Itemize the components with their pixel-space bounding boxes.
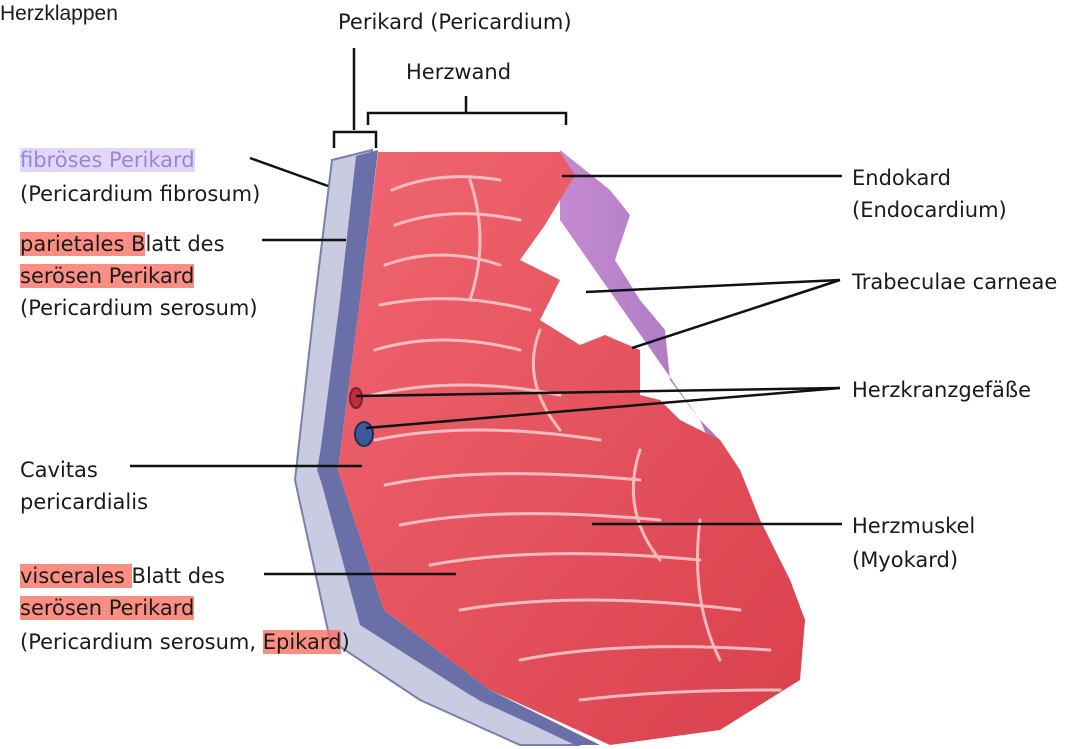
label-herzwand: Herzwand xyxy=(406,58,511,87)
label-endocardium: (Endocardium) xyxy=(852,196,1007,225)
highlight-viscerales: viscerales xyxy=(20,564,132,588)
label-parietal-seroes: serösen Perikard xyxy=(20,262,194,291)
highlight-parietales: parietales B xyxy=(20,232,145,256)
label-trabeculae: Trabeculae carneae xyxy=(852,268,1057,297)
label-myokard: (Myokard) xyxy=(852,546,958,575)
visceral-rest: Blatt des xyxy=(132,564,225,588)
label-viscerales-blatt: viscerales Blatt des xyxy=(20,562,225,591)
label-pericardialis: pericardialis xyxy=(20,488,148,517)
highlight-seroes-2: serösen Perikard xyxy=(20,596,194,620)
label-pericardium-fibrosum: (Pericardium fibrosum) xyxy=(20,180,260,209)
coronary-artery xyxy=(350,388,362,408)
coronary-vein xyxy=(355,422,373,446)
label-visceral-epikard: (Pericardium serosum, Epikard) xyxy=(20,628,350,657)
label-cavitas: Cavitas xyxy=(20,456,98,485)
label-parietales-blatt: parietales Blatt des xyxy=(20,230,225,259)
highlight-seroes-1: serösen Perikard xyxy=(20,264,194,288)
parietal-rest: latt des xyxy=(145,232,224,256)
label-fibroeses-perikard: fibröses Perikard xyxy=(20,146,195,175)
label-herzmuskel: Herzmuskel xyxy=(852,512,975,541)
label-perikard: Perikard (Pericardium) xyxy=(338,8,572,37)
highlight-fibroes: fibröses Perikard xyxy=(20,148,195,172)
visceral-serosum: (Pericardium serosum, xyxy=(20,630,263,654)
label-endokard: Endokard xyxy=(852,164,951,193)
label-parietal-serosum: (Pericardium serosum) xyxy=(20,294,258,323)
highlight-epikard: Epikard xyxy=(263,630,342,654)
visceral-close: ) xyxy=(341,630,349,654)
label-herzkranzgefaesse: Herzkranzgefäße xyxy=(852,376,1031,405)
label-visceral-seroes: serösen Perikard xyxy=(20,594,194,623)
